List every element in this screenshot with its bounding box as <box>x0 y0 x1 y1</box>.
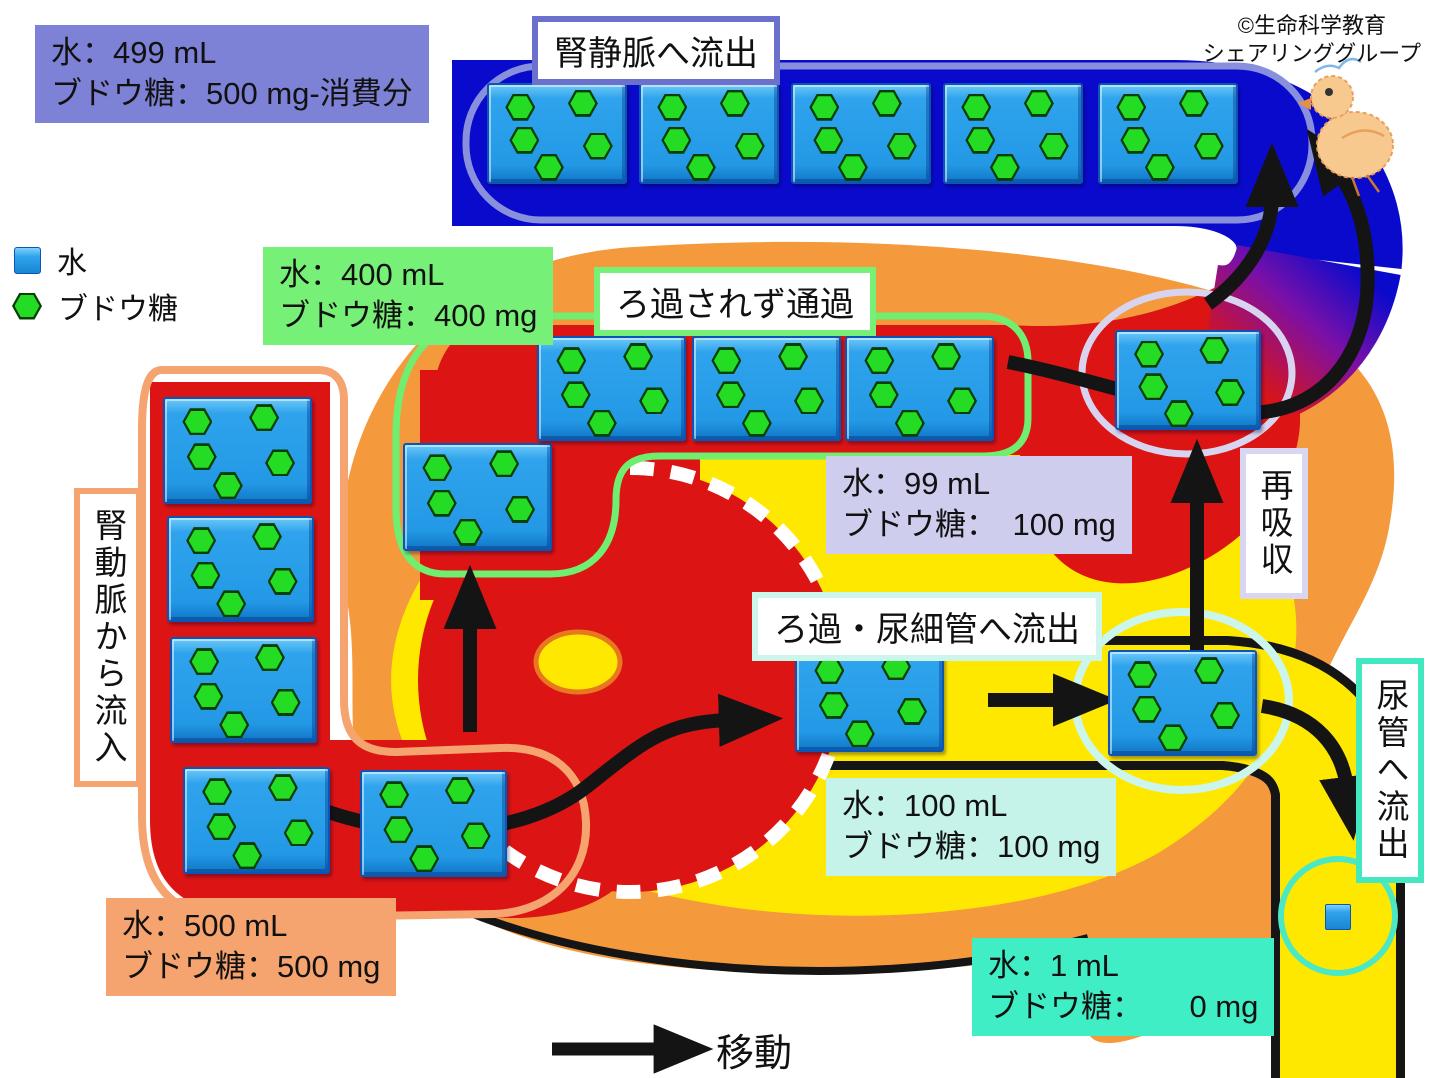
glucose-icon <box>12 292 42 320</box>
label-artery-in: 腎動脈から流入 <box>74 488 142 787</box>
vein-artery-transition <box>1192 241 1401 432</box>
stat-water-line: 水：1 mL <box>988 948 1119 983</box>
legend-water-label: 水 <box>57 247 87 280</box>
stat-unfiltered: 水：400 mL ブドウ糖：400 mg <box>263 247 554 345</box>
stat-renal-vein: 水：499 mL ブドウ糖：500 mg-消費分 <box>35 25 429 123</box>
legend-glucose: ブドウ糖 <box>12 284 178 328</box>
legend-glucose-label: ブドウ糖 <box>58 293 178 326</box>
filtration-membrane-dashes <box>500 461 850 899</box>
outline-renal-artery-group <box>138 366 591 923</box>
label-reabsorption: 再吸収 <box>1240 448 1308 599</box>
stat-water-line: 水：500 mL <box>122 908 288 943</box>
copyright: ©生命科学教育 シェアリンググループ <box>1203 12 1421 67</box>
legend-water: 水 <box>14 238 87 282</box>
stat-glucose-line: ブドウ糖： 0 mg <box>988 988 1259 1024</box>
stat-glucose-line: ブドウ糖：500 mg <box>122 948 381 984</box>
urine-water-cube <box>1325 904 1351 930</box>
stat-glucose-line: ブドウ糖：500 mg-消費分 <box>51 75 413 111</box>
label-pass-unfiltered: ろ過されず通過 <box>594 267 876 336</box>
arrow-to-ureter-down <box>1260 699 1372 841</box>
water-icon <box>14 246 41 274</box>
copyright-line2: シェアリンググループ <box>1202 40 1421 66</box>
stat-urine: 水：1 mL ブドウ糖： 0 mg <box>972 938 1275 1036</box>
stat-water-line: 水：100 mL <box>842 788 1008 823</box>
label-filter-out: ろ過・尿細管へ流出 <box>752 592 1102 661</box>
renal-vein-vessel <box>452 60 1403 269</box>
stat-water-line: 水：400 mL <box>279 257 445 292</box>
stat-water-line: 水：99 mL <box>842 466 991 501</box>
stat-glucose-line: ブドウ糖： 100 mg <box>842 506 1116 542</box>
stat-reabsorbed: 水：99 mL ブドウ糖： 100 mg <box>826 456 1132 554</box>
label-vein-out: 腎静脈へ流出 <box>532 16 780 85</box>
chick-illustration <box>1298 57 1394 197</box>
outline-unfiltered-group <box>392 312 1032 578</box>
outline-urine-cube <box>1278 856 1398 976</box>
copyright-line1: ©生命科学教育 <box>1237 13 1386 38</box>
stat-water-line: 水：499 mL <box>51 35 217 70</box>
stat-renal-artery: 水：500 mL ブドウ糖：500 mg <box>106 898 397 996</box>
legend-move-label: 移動 <box>716 1033 793 1075</box>
stat-glucose-line: ブドウ糖：100 mg <box>842 828 1101 864</box>
label-ureter-out: 尿管へ流出 <box>1356 658 1424 883</box>
legend-move: 移動 <box>716 1022 792 1077</box>
glomerulus-center <box>533 629 623 695</box>
stat-filtrate: 水：100 mL ブドウ糖：100 mg <box>826 778 1117 876</box>
arrow-to-vein-short <box>1203 142 1299 310</box>
stat-glucose-line: ブドウ糖：400 mg <box>279 297 538 333</box>
